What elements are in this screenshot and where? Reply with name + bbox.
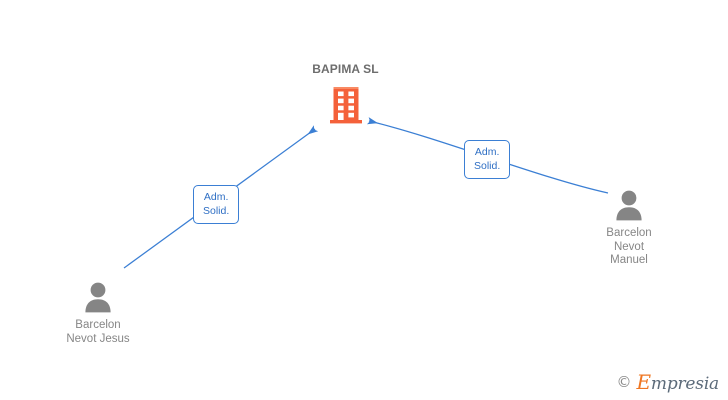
person-right-name-line-1: Barcelon xyxy=(606,227,652,239)
relation-label-left[interactable]: Adm. Solid. xyxy=(193,185,240,224)
watermark: © Empresia xyxy=(617,372,720,393)
relation-right-line-2: Solid. xyxy=(474,160,501,172)
building-icon xyxy=(283,85,408,125)
brand-initial: E xyxy=(636,370,652,394)
person-left-name-line-2: Nevot Jesus xyxy=(66,332,130,345)
person-left-name-line-1: Barcelon xyxy=(75,319,121,331)
person-right-name-line-3: Manuel xyxy=(610,254,648,266)
copyright-icon: © xyxy=(616,373,632,391)
brand-rest: mpresia xyxy=(650,374,719,394)
relation-left-line-2: Solid. xyxy=(203,205,230,217)
person-icon xyxy=(569,189,689,221)
brand-name: Empresia xyxy=(637,372,720,393)
person-right-name-line-2: Nevot xyxy=(613,240,645,253)
relation-right-line-1: Adm. xyxy=(474,146,500,158)
person-left-name: Barcelon Nevot Jesus xyxy=(38,319,158,346)
person-right-name: Barcelon Nevot Manuel xyxy=(569,227,689,268)
person-icon xyxy=(38,281,158,313)
company-name: BAPIMA SL xyxy=(312,62,379,76)
relation-label-right[interactable]: Adm. Solid. xyxy=(464,140,511,179)
node-company[interactable]: BAPIMA SL xyxy=(283,62,408,125)
node-person-left[interactable]: Barcelon Nevot Jesus xyxy=(38,281,158,346)
node-person-right[interactable]: Barcelon Nevot Manuel xyxy=(569,189,689,268)
relation-left-line-1: Adm. xyxy=(203,191,229,203)
